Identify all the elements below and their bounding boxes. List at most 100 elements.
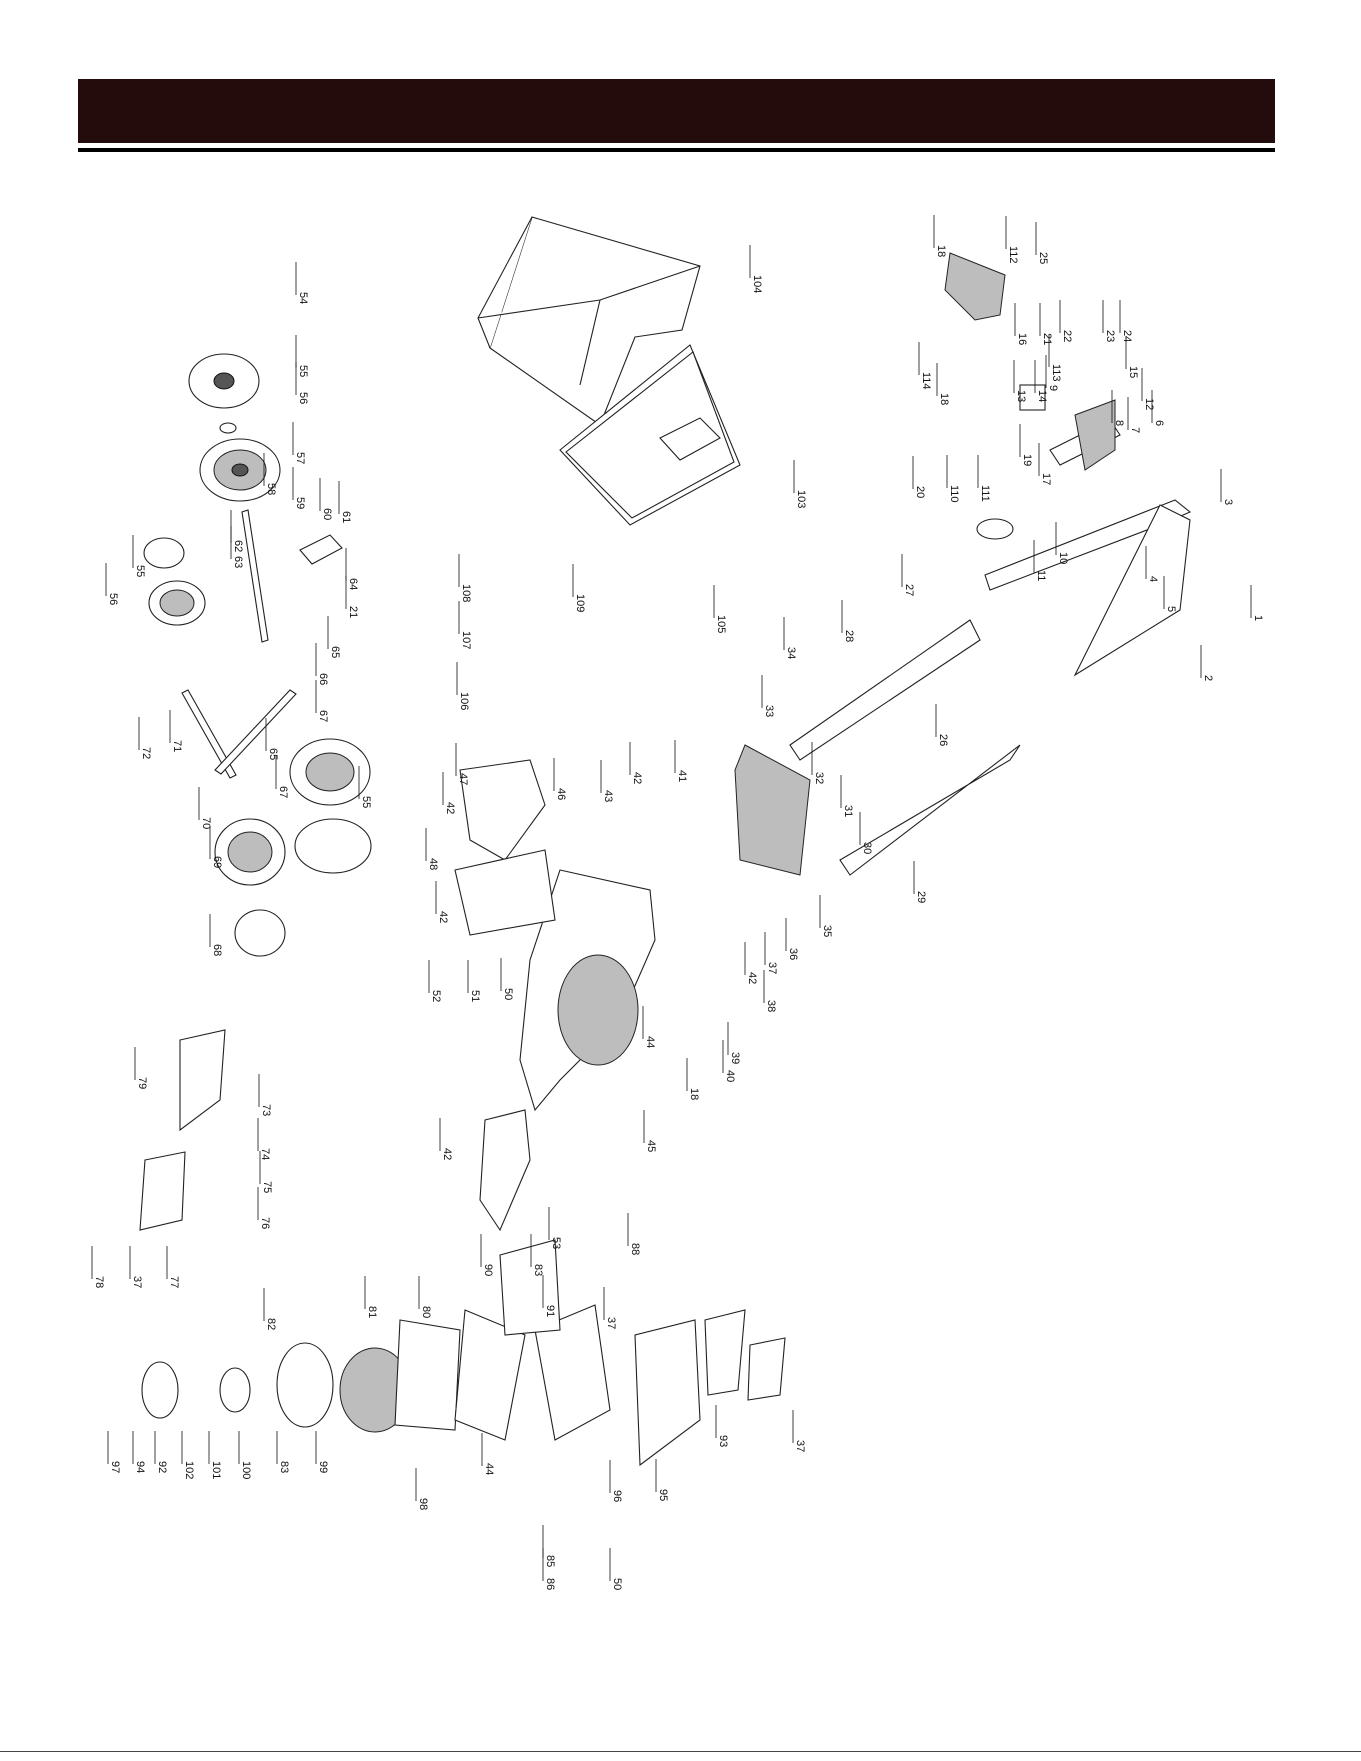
callout-number: 99	[317, 1461, 329, 1473]
callout-number: 104	[751, 275, 763, 293]
callout-22: 22	[1059, 300, 1073, 342]
callout-number: 92	[156, 1461, 168, 1473]
callout-69: 69	[209, 826, 223, 868]
callout-31: 31	[840, 775, 854, 817]
callout-27: 27	[901, 554, 915, 596]
callout-74: 74	[257, 1118, 271, 1160]
callout-44: 44	[481, 1433, 495, 1475]
callout-number: 75	[261, 1181, 273, 1193]
callout-number: 69	[211, 856, 223, 868]
callout-number: 56	[107, 593, 119, 605]
callout-16: 16	[1014, 303, 1028, 345]
callout-number: 82	[265, 1318, 277, 1330]
callout-number: 74	[259, 1148, 271, 1160]
callout-112: 112	[1005, 216, 1019, 264]
callout-number: 62	[232, 540, 244, 552]
callout-102: 102	[181, 1431, 195, 1479]
callout-number: 54	[297, 292, 309, 304]
callout-42: 42	[744, 942, 758, 984]
mower-deck	[454, 759, 656, 1112]
switch-box	[944, 252, 1116, 471]
callout-number: 4	[1147, 576, 1159, 582]
callout-number: 45	[645, 1140, 657, 1152]
callout-77: 77	[166, 1246, 180, 1288]
callout-47: 47	[455, 743, 469, 785]
callout-63: 63	[230, 526, 244, 568]
callout-46: 46	[553, 758, 567, 800]
callout-56: 56	[295, 362, 309, 404]
callout-107: 107	[458, 601, 472, 649]
callout-number: 29	[915, 891, 927, 903]
callout-number: 51	[469, 990, 481, 1002]
callout-number: 42	[631, 772, 643, 784]
callout-5: 5	[1163, 576, 1177, 612]
callout-number: 11	[1035, 570, 1047, 581]
callout-number: 108	[460, 584, 472, 602]
callout-number: 83	[532, 1264, 544, 1276]
callout-33: 33	[761, 675, 775, 717]
callout-number: 114	[920, 372, 932, 390]
callout-number: 23	[1104, 330, 1116, 342]
callout-number: 60	[321, 508, 333, 520]
callout-number: 83	[278, 1461, 290, 1473]
callout-number: 95	[657, 1489, 669, 1501]
callout-number: 1	[1252, 615, 1264, 621]
callout-number: 63	[232, 556, 244, 568]
rear-axle-assembly	[143, 353, 372, 957]
callout-4: 4	[1145, 546, 1159, 582]
callout-number: 94	[134, 1461, 146, 1473]
callout-number: 109	[574, 594, 586, 612]
callout-71: 71	[169, 710, 183, 752]
callout-number: 77	[168, 1276, 180, 1288]
callout-101: 101	[208, 1431, 222, 1479]
callout-56: 56	[105, 563, 119, 605]
callout-number: 56	[297, 392, 309, 404]
callout-17: 17	[1038, 443, 1052, 485]
callout-number: 31	[842, 805, 854, 817]
callout-number: 20	[914, 486, 926, 498]
callout-85: 85	[542, 1525, 556, 1567]
callout-45: 45	[643, 1110, 657, 1152]
callout-number: 15	[1127, 366, 1139, 378]
callout-113: 113	[1048, 334, 1062, 382]
callout-number: 67	[317, 710, 329, 722]
callout-number: 55	[360, 796, 372, 808]
callout-68: 68	[209, 914, 223, 956]
callout-80: 80	[418, 1276, 432, 1318]
callout-79: 79	[134, 1047, 148, 1089]
callout-number: 8	[1113, 420, 1125, 426]
callout-number: 59	[294, 497, 306, 509]
callout-number: 107	[460, 631, 472, 649]
callout-number: 42	[444, 802, 456, 814]
callout-number: 72	[140, 747, 152, 759]
callout-52: 52	[428, 960, 442, 1002]
callout-number: 6	[1153, 420, 1165, 426]
callout-51: 51	[467, 960, 481, 1002]
callout-number: 90	[482, 1264, 494, 1276]
callout-37: 37	[792, 1410, 806, 1452]
callout-14: 14	[1034, 360, 1048, 402]
callout-number: 57	[294, 452, 306, 464]
callout-37: 37	[129, 1246, 143, 1288]
callout-number: 85	[544, 1555, 556, 1567]
callout-34: 34	[783, 617, 797, 659]
callout-number: 76	[259, 1217, 271, 1229]
callout-number: 65	[329, 646, 341, 658]
callout-83: 83	[530, 1234, 544, 1276]
callout-18: 18	[686, 1058, 700, 1100]
callout-number: 50	[502, 988, 514, 1000]
rear-flap	[734, 744, 811, 876]
callout-94: 94	[132, 1431, 146, 1473]
callout-number: 97	[109, 1461, 121, 1473]
callout-13: 13	[1013, 360, 1027, 402]
callout-number: 22	[1061, 330, 1073, 342]
callout-35: 35	[819, 895, 833, 937]
callout-number: 86	[544, 1578, 556, 1590]
callout-57: 57	[292, 422, 306, 464]
callout-11: 11	[1033, 540, 1047, 581]
callout-42: 42	[435, 881, 449, 923]
callout-number: 55	[297, 365, 309, 377]
grass-bag-frame	[559, 344, 741, 526]
callout-104: 104	[749, 245, 763, 293]
callout-58: 58	[263, 453, 277, 495]
